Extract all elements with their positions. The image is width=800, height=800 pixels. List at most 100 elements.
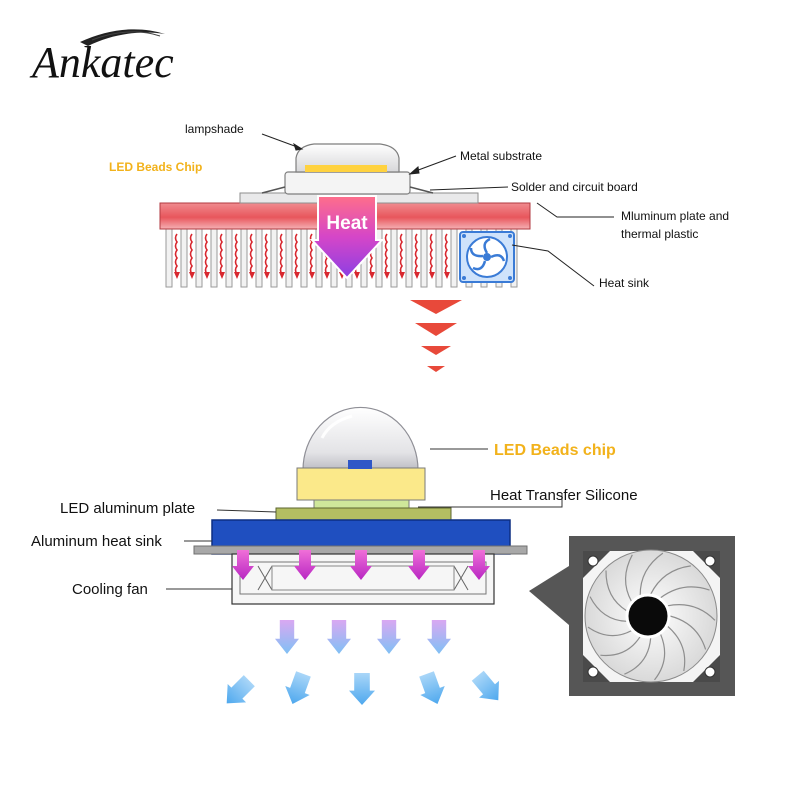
label-aluminum-plate-line1: Mluminum plate and: [621, 209, 729, 223]
heat-sink-fin: [435, 228, 443, 288]
airflow-arrow-upper: [275, 620, 299, 654]
fan-blade: [669, 615, 707, 650]
heat-wave-line: [219, 233, 223, 275]
heat-sink-fin: [225, 228, 233, 288]
heat-wave-tip: [354, 272, 360, 279]
heat-sink-fin: [285, 228, 293, 288]
fan-blade: [624, 637, 652, 675]
metal-substrate: [284, 171, 411, 195]
label-solder-circuit-board: Solder and circuit board: [511, 180, 638, 194]
chevron-1: [410, 300, 462, 314]
bottom-diagram: LED Beads chip Heat Transfer Silicone LE…: [31, 406, 735, 705]
callout-pointer: [529, 566, 569, 625]
heat-wave-tip: [189, 272, 195, 279]
heat-sink-fin: [180, 228, 188, 288]
heat-wave-line: [189, 233, 193, 275]
heat-sink-fin: [450, 228, 458, 288]
heat-wave-line: [174, 233, 178, 275]
led-aluminum-plate: [275, 507, 452, 521]
fan-blade: [667, 625, 686, 672]
fan-blade: [639, 552, 664, 596]
chevron-3: [421, 346, 451, 355]
heat-wave-tip: [399, 272, 405, 279]
label-heat-sink: Heat sink: [599, 276, 650, 290]
heat-wave-tip: [174, 272, 180, 279]
heat-sink-fin: [255, 228, 263, 288]
heat-wave-tip: [204, 272, 210, 279]
heat-transfer-silicone: [313, 499, 410, 509]
airflow-arrow-lower: [226, 675, 255, 704]
heat-wave-line: [204, 233, 208, 275]
heat-wave-line: [414, 233, 418, 275]
fan-heat-arrows: [232, 550, 490, 580]
fan-icon: [459, 231, 515, 283]
label-lampshade: lampshade: [185, 122, 244, 136]
airflow-arrow-lower: [471, 670, 499, 701]
led-dome-lens: [302, 406, 419, 473]
fan-blade: [587, 626, 632, 637]
brand-name: Ankatec: [29, 38, 174, 87]
heat-wave-tip: [264, 272, 270, 279]
heat-wave-line: [384, 233, 388, 275]
heat-wave-tip: [369, 272, 375, 279]
airflow-arrow-lower: [419, 671, 445, 705]
heat-sink-fin: [210, 228, 218, 288]
airflow-arrow-lower: [285, 671, 311, 705]
label-aluminum-plate-line2: thermal plastic: [621, 227, 698, 241]
heat-wave-tip: [384, 272, 390, 279]
heat-sink-fin: [420, 228, 428, 288]
heat-wave-tip: [429, 272, 435, 279]
heat-wave-line: [429, 233, 433, 275]
heat-wave-tip: [444, 272, 450, 279]
heat-wave-tip: [219, 272, 225, 279]
fan-heat-arrow: [408, 550, 430, 580]
heat-sink-fin: [240, 228, 248, 288]
fan-blade: [667, 604, 716, 621]
heat-arrow-label: Heat: [326, 213, 368, 234]
heat-wave-line: [309, 233, 313, 275]
heat-arrow: [309, 195, 385, 280]
label-led-beads-chip-top: LED Beads Chip: [109, 160, 202, 174]
heat-sink-fin: [405, 228, 413, 288]
chevron-4: [427, 366, 445, 372]
fan-heat-arrow: [350, 550, 372, 580]
fan-blade: [600, 636, 641, 657]
top-leader-lines: [261, 133, 614, 287]
heat-wave-tip: [249, 272, 255, 279]
led-chip-small: [305, 165, 387, 172]
label-cooling-fan: Cooling fan: [72, 581, 148, 598]
heat-sink-fin: [300, 228, 308, 288]
airflow-arrow-lower: [349, 673, 375, 705]
heat-wave-tip: [324, 272, 330, 279]
heat-wave-line: [249, 233, 253, 275]
fan-blade: [605, 570, 627, 612]
heat-wave-tip: [414, 272, 420, 279]
airflow-arrows: [226, 620, 499, 705]
heat-flow-chevrons: [410, 300, 462, 372]
heat-sink-fin: [195, 228, 203, 288]
heat-wave-tip: [294, 272, 300, 279]
bottom-leader-lines: [166, 448, 563, 590]
heat-wave-tip: [234, 272, 240, 279]
brand-logo: Ankatec: [29, 29, 174, 87]
top-diagram: Heat lampshade LED Beads Chip Metal subs…: [109, 122, 729, 290]
fan-blade: [589, 596, 627, 622]
airflow-arrow-upper: [427, 620, 451, 654]
heat-wave-tip: [309, 272, 315, 279]
heat-wave-line: [399, 233, 403, 275]
label-led-aluminum-plate: LED aluminum plate: [60, 500, 195, 517]
fan-heat-arrow: [294, 550, 316, 580]
label-heat-transfer-silicone: Heat Transfer Silicone: [490, 487, 638, 504]
heat-wave-line: [234, 233, 238, 275]
label-aluminum-heat-sink: Aluminum heat sink: [31, 533, 162, 550]
fan-heat-arrow: [468, 550, 490, 580]
chevron-2: [415, 323, 457, 336]
heat-sink-fin: [270, 228, 278, 288]
fan-closeup: [529, 536, 735, 696]
label-led-beads-chip-bottom: LED Beads chip: [494, 442, 616, 459]
heat-wave-line: [279, 233, 283, 275]
led-chip-holder: [296, 467, 426, 501]
heat-wave-line: [264, 233, 268, 275]
label-metal-substrate: Metal substrate: [460, 149, 542, 163]
